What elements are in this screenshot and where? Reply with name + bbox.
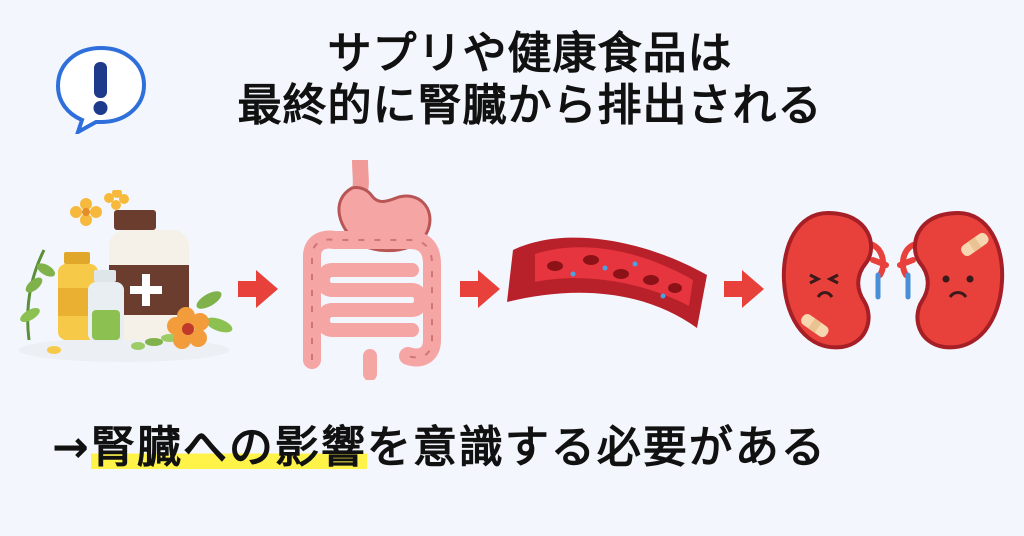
right-arrow-icon [460,270,500,308]
excretion-flow [0,160,1024,390]
supplement-bottles-and-herbs-illustration [19,190,233,362]
exclamation-speech-bubble-icon [52,42,150,137]
title-line-1: サプリや健康食品は [327,28,733,79]
page-title: サプリや健康食品は 最終的に腎臓から排出される [150,28,910,132]
title-line-2: 最終的に腎臓から排出される [237,80,823,131]
conclusion-highlight: 腎臓への影響 [90,422,367,473]
blood-vessel-illustration [507,237,707,328]
conclusion-rest: を意識する必要がある [366,422,827,473]
sick-kidneys-illustration [781,210,1005,350]
right-arrow-icon [238,270,278,308]
conclusion-arrow: → [52,422,91,473]
stomach-and-intestines-illustration [303,160,441,380]
right-arrow-icon [724,270,764,308]
conclusion-text: →腎臓への影響を意識する必要がある [52,418,992,478]
